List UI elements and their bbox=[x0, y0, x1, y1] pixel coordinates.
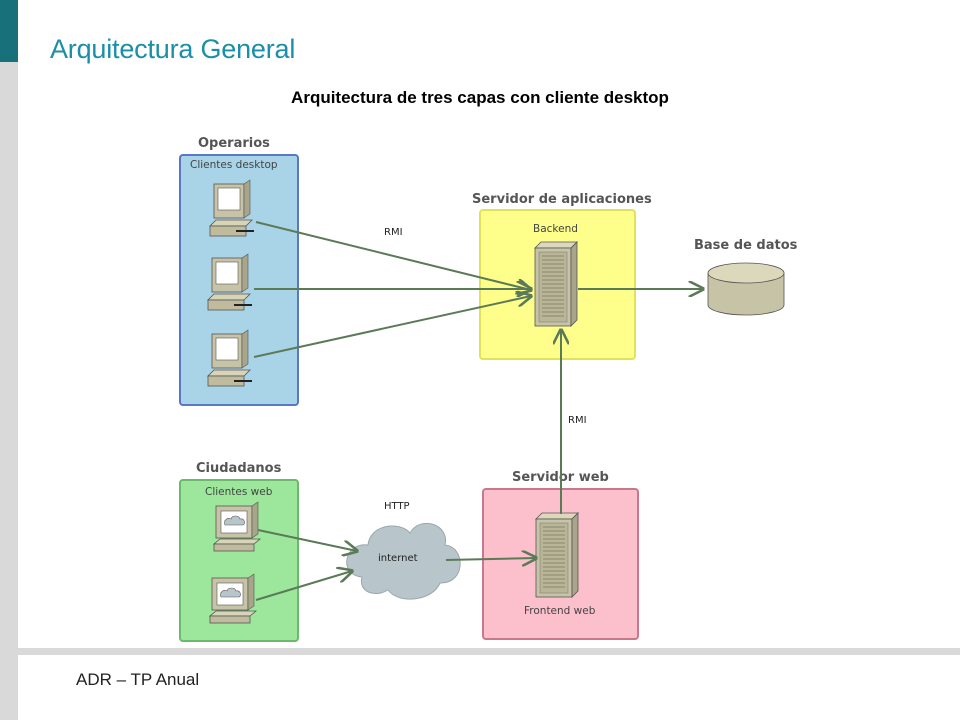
web-client-2-icon bbox=[209, 573, 257, 624]
diagram-title: Arquitectura de tres capas con cliente d… bbox=[291, 88, 669, 107]
slide-title: Arquitectura General bbox=[50, 34, 296, 64]
edge-webclient1-internet bbox=[257, 529, 357, 551]
backend-server-icon bbox=[534, 241, 578, 327]
edge-internet-frontend bbox=[445, 558, 536, 560]
left-accent-block bbox=[0, 0, 18, 62]
group-title-db: Base de datos bbox=[694, 238, 798, 253]
cloud-label: internet bbox=[378, 553, 418, 564]
footer-divider bbox=[18, 648, 960, 655]
group-box-ciudadanos bbox=[179, 479, 299, 642]
group-title-operarios: Operarios bbox=[198, 136, 270, 151]
group-sublabel-operarios: Clientes desktop bbox=[190, 159, 278, 171]
edge-client3-backend bbox=[253, 296, 531, 358]
edge-client1-backend bbox=[255, 221, 531, 290]
group-title-app-server: Servidor de aplicaciones bbox=[472, 192, 652, 207]
frontend-server-icon bbox=[535, 512, 579, 598]
edge-webclient2-internet bbox=[255, 571, 352, 601]
internet-cloud-icon bbox=[346, 522, 461, 600]
group-sublabel-app-server: Backend bbox=[533, 223, 578, 235]
edge-label-rmi-clients: RMI bbox=[384, 227, 403, 238]
left-sidebar-bar bbox=[0, 0, 18, 720]
group-sublabel-web-server: Frontend web bbox=[524, 605, 596, 617]
web-client-1-icon bbox=[213, 501, 261, 552]
group-title-ciudadanos: Ciudadanos bbox=[196, 461, 282, 476]
group-sublabel-ciudadanos: Clientes web bbox=[205, 486, 273, 498]
footer-text: ADR – TP Anual bbox=[76, 670, 200, 689]
edge-label-rmi-frontend: RMI bbox=[568, 415, 587, 426]
database-icon bbox=[707, 262, 785, 316]
edge-label-http: HTTP bbox=[384, 501, 410, 512]
